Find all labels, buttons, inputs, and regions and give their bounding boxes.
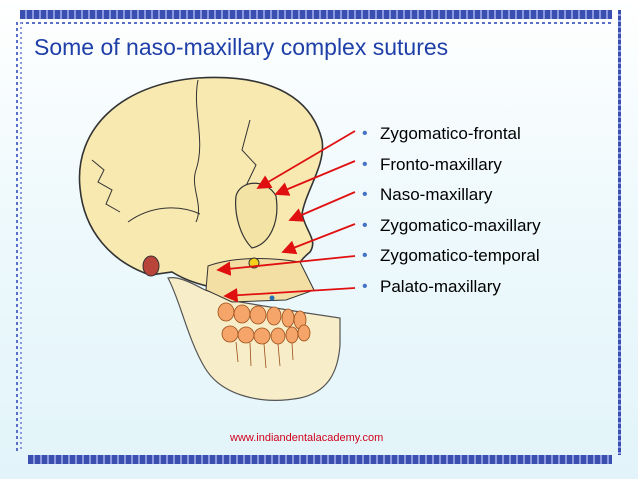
bottom-border-bar [28, 455, 612, 464]
suture-item-naso-maxillary: • Naso-maxillary [360, 184, 541, 215]
arrow-naso-maxillary [288, 191, 356, 222]
tooth-roots [235, 341, 294, 369]
bullet-icon: • [362, 247, 368, 265]
maxilla-point [269, 295, 275, 301]
suture-item-zygomatico-temporal: • Zygomatico-temporal [360, 245, 541, 276]
bullet-icon: • [362, 186, 368, 204]
right-border-bar [618, 10, 621, 455]
lambdoid-suture [91, 159, 121, 213]
lower-teeth [221, 324, 311, 345]
arrow-zygomatico-temporal [216, 255, 356, 276]
suture-label: Zygomatico-frontal [380, 124, 521, 143]
bullet-icon: • [362, 125, 368, 142]
suture-label: Palato-maxillary [380, 276, 501, 296]
suture-item-fronto-maxillary: • Fronto-maxillary [360, 154, 541, 185]
squamosal-suture [127, 207, 201, 223]
orbit-outline [235, 182, 278, 249]
suture-label: Naso-maxillary [380, 185, 493, 205]
bullet-icon: • [362, 216, 368, 234]
arrow-palato-maxillary [223, 287, 356, 303]
arrow-zygomatico-frontal [256, 130, 356, 189]
slide-title: Some of naso-maxillary complex sutures [34, 34, 449, 60]
top-border-bar [20, 10, 612, 19]
suture-item-zygomatico-maxillary: • Zygomatico-maxillary [360, 215, 541, 246]
arrow-zygomatico-maxillary [281, 223, 356, 255]
bullet-icon: • [362, 277, 368, 295]
top-border-line [20, 22, 612, 24]
suture-item-palato-maxillary: • Palato-maxillary [360, 276, 541, 307]
ear-canal [142, 255, 160, 277]
arrow-fronto-maxillary [274, 160, 356, 196]
upper-teeth [217, 302, 307, 330]
left-border-line-inner [20, 22, 22, 452]
suture-label: Zygomatico-maxillary [380, 215, 541, 235]
suture-item-zygomatico-frontal: • Zygomatico-frontal [360, 123, 541, 154]
coronal-suture [194, 79, 201, 223]
suture-label: Fronto-maxillary [380, 154, 502, 174]
suture-label: Zygomatico-temporal [380, 246, 540, 266]
left-border-line [16, 22, 18, 452]
suture-arrows [216, 130, 356, 303]
frontal-region-line [241, 119, 257, 191]
footer-url: www.indiandentalacademy.com [230, 432, 384, 444]
bullet-icon: • [362, 155, 368, 173]
mandible-shape [167, 277, 341, 401]
suture-list: • Zygomatico-frontal • Fronto-maxillary • N… [360, 123, 541, 307]
